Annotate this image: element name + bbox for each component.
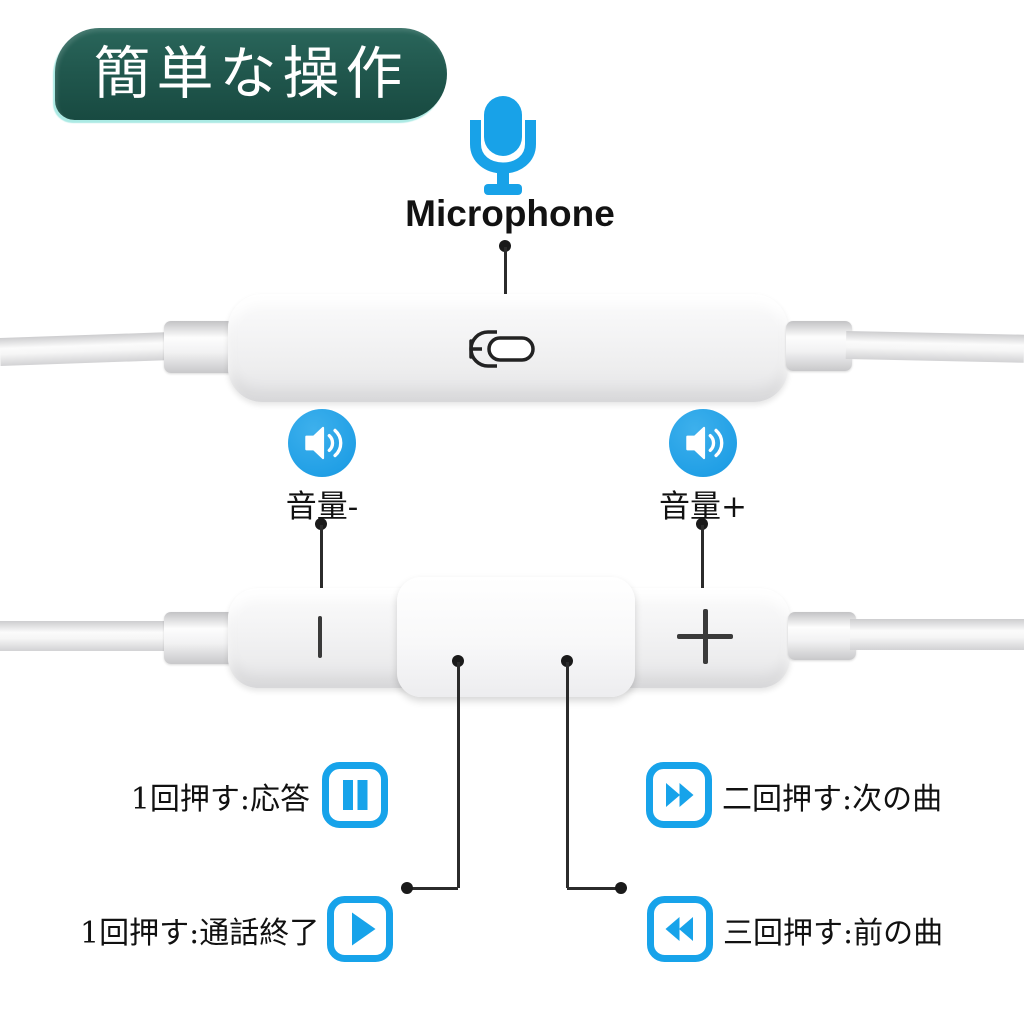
instruction-answer: 1回押す:応答 (130, 782, 310, 817)
cable-left-upper (0, 332, 173, 366)
strain-relief (164, 321, 236, 373)
rewind-icon (647, 896, 713, 962)
microphone-icon (467, 96, 539, 196)
volume-minus-marking (318, 616, 322, 658)
connector-line-left (409, 886, 458, 890)
connector-line-volume-up (700, 525, 704, 595)
connector-dot (696, 518, 708, 530)
instruction-prev-track: 三回押す:前の曲 (723, 916, 944, 951)
connector-line-volume-down (319, 525, 323, 595)
connector-line-left (456, 662, 460, 888)
volume-down-speaker-icon (288, 409, 356, 477)
connector-line-mic (503, 247, 507, 317)
header-badge: 簡単な操作 (55, 28, 447, 120)
instruction-next-track: 二回押す:次の曲 (722, 782, 943, 817)
center-multifunction-button (397, 577, 635, 697)
connector-dot (499, 240, 511, 252)
strain-relief (786, 321, 852, 371)
strain-relief (164, 612, 238, 664)
volume-plus-marking (703, 609, 708, 664)
mic-port-icon (466, 329, 538, 369)
volume-up-speaker-icon (669, 409, 737, 477)
cable-right-lower (850, 619, 1024, 650)
connector-dot (401, 882, 413, 894)
connector-dot (315, 518, 327, 530)
strain-relief (788, 612, 856, 660)
instruction-end-call: 1回押す:通話終了 (80, 916, 320, 951)
microphone-label: Microphone (405, 193, 615, 234)
pause-icon (322, 762, 388, 828)
header-badge-label: 簡単な操作 (93, 40, 409, 107)
play-icon (327, 896, 393, 962)
cable-right-upper (845, 331, 1024, 363)
connector-line-right (567, 886, 621, 890)
fast-forward-icon (646, 762, 712, 828)
connector-dot (615, 882, 627, 894)
cable-left-lower (0, 621, 170, 651)
connector-dot (561, 655, 573, 667)
connector-line-right (565, 662, 569, 888)
connector-dot (452, 655, 464, 667)
